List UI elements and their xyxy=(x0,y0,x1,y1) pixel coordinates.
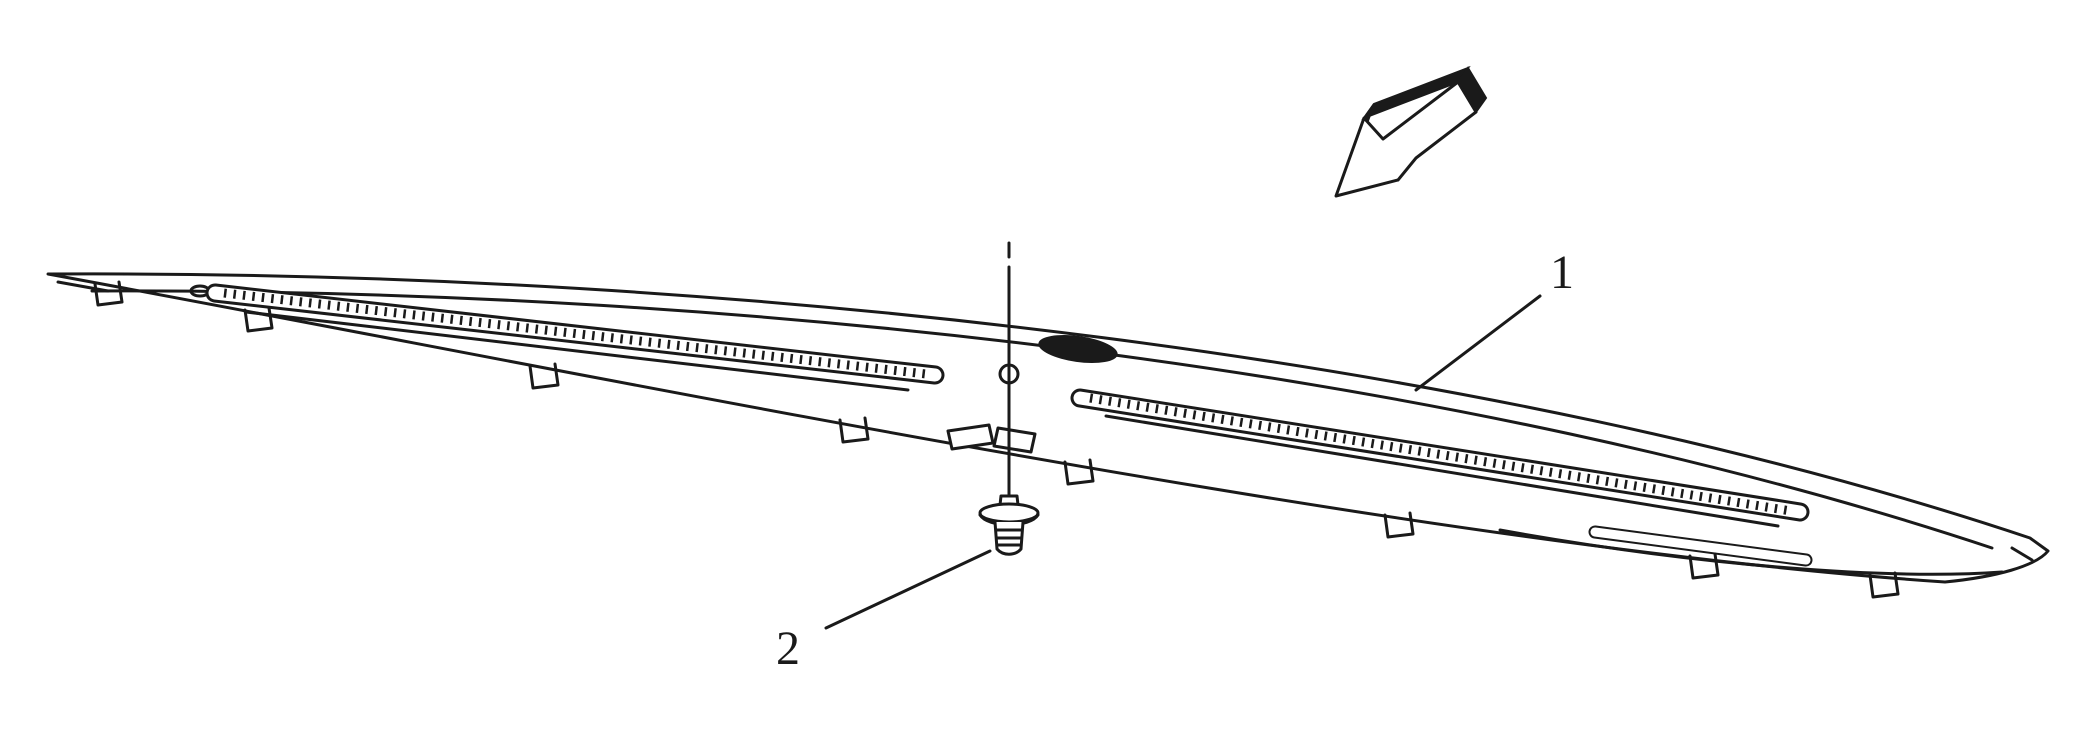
panel-drawing xyxy=(46,272,2050,599)
callout-2-label: 2 xyxy=(776,622,800,675)
panel-left-slot-underline xyxy=(244,310,910,392)
panel-lip-line xyxy=(1498,528,2004,576)
panel-tab xyxy=(528,362,560,390)
panel-right-slot-underline xyxy=(1104,414,1780,528)
panel-retainer-bracket xyxy=(946,423,1037,454)
panel-oval-hole xyxy=(1038,334,1118,364)
callout-1-label: 1 xyxy=(1550,246,1574,299)
panel-right-end-loop xyxy=(1588,525,1813,567)
panel-left-tip-line xyxy=(56,280,110,293)
panel-tab xyxy=(1063,458,1095,486)
panel-tab xyxy=(1868,571,1900,599)
callout-2: 2 xyxy=(776,549,992,675)
panel-mounting-tabs xyxy=(93,280,1900,599)
direction-arrow-front-face xyxy=(1334,80,1478,198)
panel-outline xyxy=(46,272,2050,584)
callout-1: 1 xyxy=(1414,246,1574,392)
fastener-flange xyxy=(978,502,1040,524)
fastener-drawing xyxy=(978,494,1040,556)
panel-right-slot xyxy=(1070,388,1810,528)
panel-tab xyxy=(243,306,274,333)
panel-tab xyxy=(1688,552,1720,580)
callout-2-leader xyxy=(824,549,992,630)
panel-tab xyxy=(93,280,124,307)
direction-arrow-icon xyxy=(1334,65,1488,198)
callout-1-leader xyxy=(1414,294,1542,392)
panel-tab xyxy=(1383,511,1415,539)
panel-left-slot-hatch xyxy=(223,288,927,379)
panel-tab xyxy=(838,416,870,444)
panel-right-tip-fold xyxy=(2010,546,2034,562)
panel-left-slot xyxy=(205,283,945,392)
fastener-ribs xyxy=(994,528,1024,547)
